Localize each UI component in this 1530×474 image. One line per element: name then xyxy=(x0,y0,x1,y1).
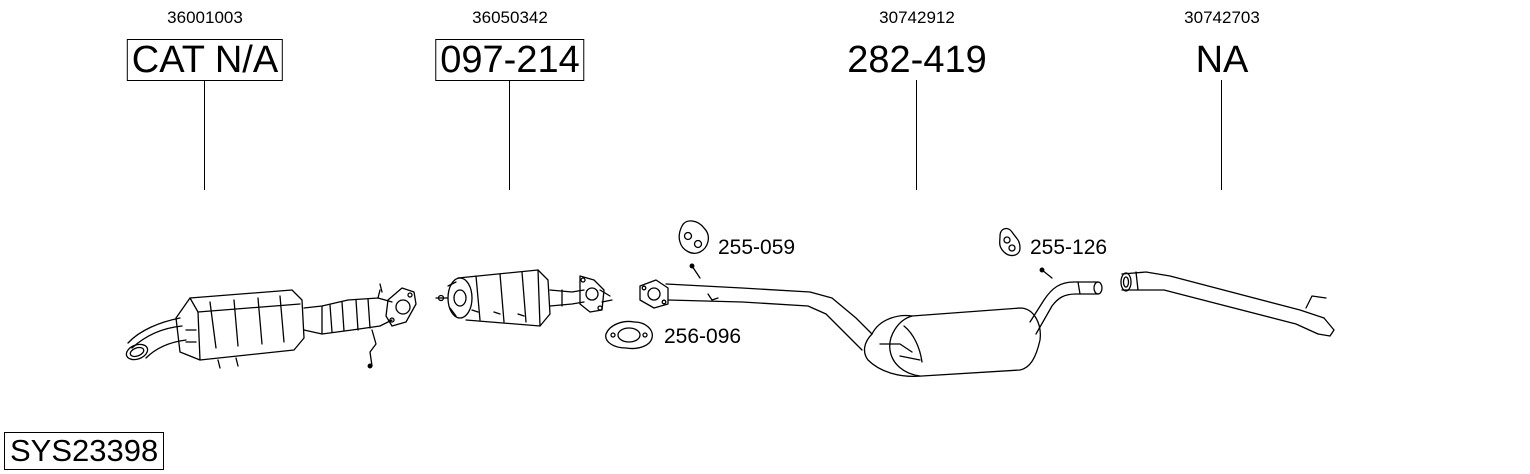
part-label-2: 097-214 xyxy=(435,39,585,81)
oem-number-2: 36050342 xyxy=(472,8,548,27)
oem-number-1: 36001003 xyxy=(167,8,243,27)
leader-line-2 xyxy=(509,80,510,190)
rear-pipe-drawing xyxy=(1120,271,1335,337)
leader-line-1 xyxy=(204,80,205,190)
hanger-drawing-2 xyxy=(999,227,1053,279)
particulate-filter-drawing xyxy=(435,269,613,327)
system-id-label: SYS23398 xyxy=(4,432,165,470)
oem-number-4: 30742703 xyxy=(1184,8,1260,27)
middle-silencer-drawing xyxy=(639,279,1103,378)
part-label-4: NA xyxy=(1195,39,1249,81)
leader-line-4 xyxy=(1221,80,1222,190)
hanger-label-2: 255-126 xyxy=(1030,236,1108,259)
gasket-label: 256-096 xyxy=(664,325,742,348)
part-label-3: 282-419 xyxy=(847,39,987,81)
part-label-1: CAT N/A xyxy=(126,39,284,81)
hanger-drawing-1 xyxy=(678,220,710,279)
hanger-label-1: 255-059 xyxy=(718,236,796,259)
leader-line-3 xyxy=(916,80,917,190)
gasket-drawing xyxy=(605,320,653,350)
catalytic-converter-drawing xyxy=(125,283,417,369)
oem-number-3: 30742912 xyxy=(879,8,955,27)
